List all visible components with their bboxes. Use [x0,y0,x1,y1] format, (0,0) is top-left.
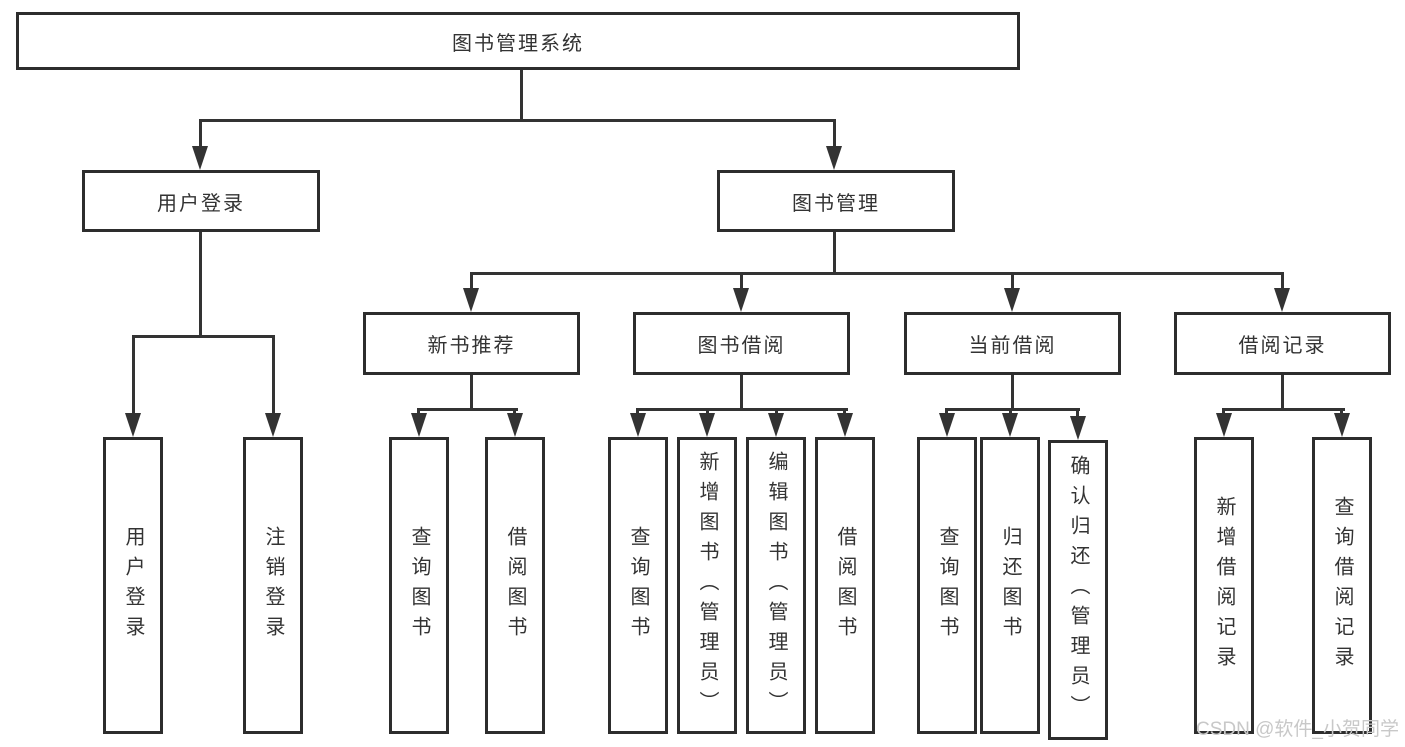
connector-records-stem [1281,375,1284,411]
leaf-borrow-edit-book-admin: 编辑图书（管理员） [746,437,806,734]
node-book-borrow-label: 图书借阅 [697,335,786,357]
arrow-to-book-management [826,146,842,170]
node-borrow-records: 借阅记录 [1174,312,1391,375]
leaf-newbooks-borrow-book: 借阅图书 [485,437,545,734]
leaf-borrow-query-book-label: 查询图书 [627,525,649,646]
node-borrow-records-label: 借阅记录 [1238,335,1327,357]
leaf-current-return-book-label: 归还图书 [999,525,1021,646]
node-new-book-recommend: 新书推荐 [363,312,580,375]
leaf-borrow-borrow-book: 借阅图书 [815,437,875,734]
leaf-user-login: 用户登录 [103,437,163,734]
connector-records-bus [1222,408,1345,411]
connector-drop-book-borrow [740,272,743,292]
connector-drop-user-login [199,119,202,150]
connector-currentborrow-bus [945,408,1080,411]
connector-drop-borrow-records [1281,272,1284,292]
leaf-borrow-add-book-admin-label: 新增图书（管理员） [696,450,718,721]
leaf-current-query-book: 查询图书 [917,437,977,734]
leaf-newbooks-query-book-label: 查询图书 [408,525,430,646]
leaf-records-query-record: 查询借阅记录 [1312,437,1372,734]
node-book-management-label: 图书管理 [792,192,880,215]
arrow-to-bb-borrow [837,413,853,437]
leaf-records-query-record-label: 查询借阅记录 [1331,495,1353,676]
arrow-to-cb-return [1002,413,1018,437]
connector-userlogin-bus [132,335,275,338]
arrow-to-nb-borrow [507,413,523,437]
leaf-borrow-add-book-admin: 新增图书（管理员） [677,437,737,734]
node-current-borrow: 当前借阅 [904,312,1121,375]
node-library-system: 图书管理系统 [16,12,1020,70]
arrow-to-current-borrow [1004,288,1020,312]
connector-bookmgmt-bus [470,272,1284,275]
connector-newbooks-stem [470,375,473,411]
leaf-current-query-book-label: 查询图书 [936,525,958,646]
leaf-records-add-record: 新增借阅记录 [1194,437,1254,734]
connector-bookmgmt-stem [833,232,836,275]
connector-newbooks-bus [417,408,518,411]
arrow-to-br-add [1216,413,1232,437]
arrow-to-br-query [1334,413,1350,437]
connector-drop-new-book-recommend [470,272,473,292]
leaf-current-confirm-return-admin-label: 确认归还（管理员） [1067,455,1089,725]
leaf-user-login-label: 用户登录 [122,525,144,646]
arrow-to-logout [265,413,281,437]
connector-root-stem [520,68,523,122]
connector-root-bus [199,119,836,122]
leaf-borrow-query-book: 查询图书 [608,437,668,734]
connector-drop-login [132,335,135,415]
arrow-to-book-borrow [733,288,749,312]
connector-bookborrow-bus [636,408,848,411]
arrow-to-bb-add [699,413,715,437]
node-new-book-recommend-label: 新书推荐 [427,335,516,357]
leaf-newbooks-query-book: 查询图书 [389,437,449,734]
csdn-watermark: CSDN @软件_小贺同学 [1196,719,1399,740]
leaf-newbooks-borrow-book-label: 借阅图书 [504,525,526,646]
arrow-to-nb-query [411,413,427,437]
arrow-to-borrow-records [1274,288,1290,312]
arrow-to-new-book-recommend [463,288,479,312]
leaf-current-confirm-return-admin: 确认归还（管理员） [1048,440,1108,740]
connector-drop-logout [272,335,275,415]
leaf-borrow-borrow-book-label: 借阅图书 [834,525,856,646]
node-library-system-label: 图书管理系统 [452,32,584,55]
leaf-logout-label: 注销登录 [262,525,284,646]
node-user-login-branch-label: 用户登录 [157,192,245,215]
leaf-logout: 注销登录 [243,437,303,734]
node-user-login-branch: 用户登录 [82,170,320,232]
node-current-borrow-label: 当前借阅 [968,335,1057,357]
connector-drop-current-borrow [1011,272,1014,292]
arrow-to-cb-query [939,413,955,437]
connector-userlogin-stem [199,232,202,338]
leaf-current-return-book: 归还图书 [980,437,1040,734]
arrow-to-login [125,413,141,437]
arrow-to-bb-edit [768,413,784,437]
connector-drop-cb-confirm [1076,408,1079,420]
arrow-to-user-login [192,146,208,170]
leaf-borrow-edit-book-admin-label: 编辑图书（管理员） [765,450,787,721]
node-book-borrow: 图书借阅 [633,312,850,375]
connector-bookborrow-stem [740,375,743,411]
arrow-to-bb-query [630,413,646,437]
connector-drop-book-management [833,119,836,150]
leaf-records-add-record-label: 新增借阅记录 [1213,495,1235,676]
arrow-to-cb-confirm [1070,416,1086,440]
connector-currentborrow-stem [1011,375,1014,411]
node-book-management: 图书管理 [717,170,955,232]
